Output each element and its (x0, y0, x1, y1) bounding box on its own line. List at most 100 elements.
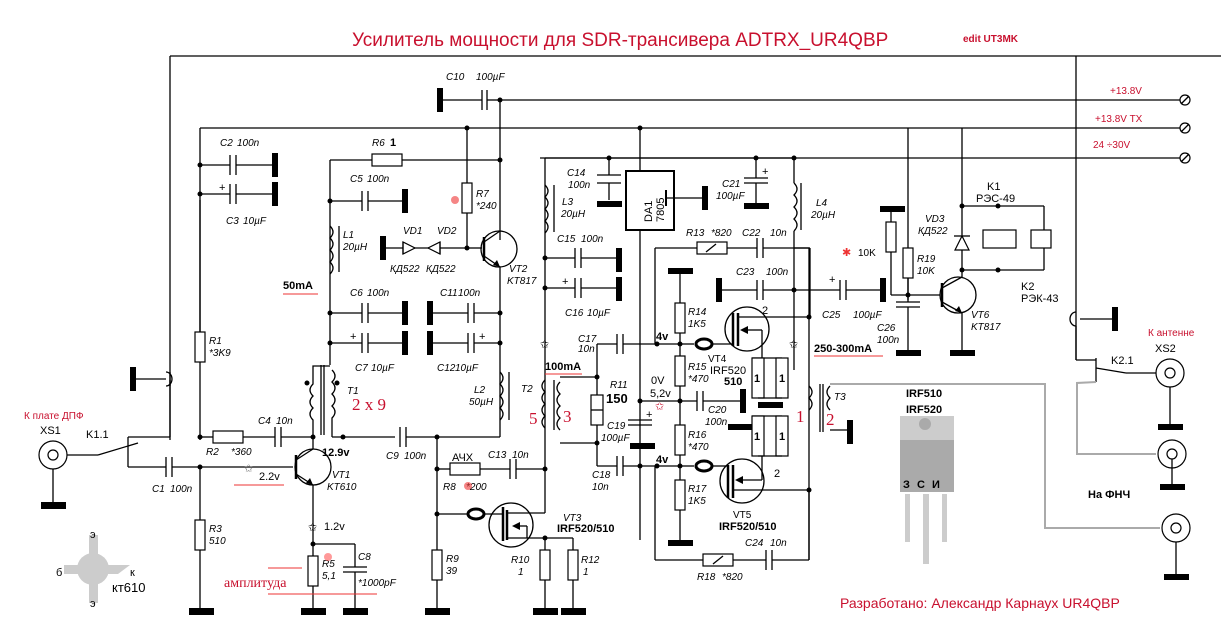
svg-text:100n: 100n (581, 234, 604, 245)
amplitude-note: амплитуда (224, 576, 287, 591)
svg-text:IRF520/510: IRF520/510 (719, 521, 776, 533)
connector-lpf-out[interactable] (860, 383, 1191, 580)
r5: R5 5,1 (301, 544, 336, 615)
svg-text:C12: C12 (437, 363, 456, 374)
c14: C14 100n (567, 155, 622, 207)
svg-text:3: 3 (563, 407, 572, 426)
rail-13v8: +13.8V (500, 86, 1191, 106)
l4-inductor: L4 20µH (791, 155, 836, 370)
connector-lpf-in[interactable] (1076, 381, 1187, 490)
rail-label: +13.8V (1110, 86, 1142, 97)
svg-text:*240: *240 (476, 201, 497, 212)
kt610-pinout: э э б к кт610 (56, 529, 145, 610)
c25: + C25 100µF (794, 274, 886, 321)
k2-label: K2 (1021, 281, 1034, 293)
svg-text:100n: 100n (404, 451, 427, 462)
vt1-transistor: 12.9v 2.2v ✩ VT1 KT610 (200, 437, 357, 493)
k1-1-label: K1.1 (86, 429, 109, 441)
svg-text:C13: C13 (488, 450, 507, 461)
svg-text:*470: *470 (688, 442, 709, 453)
svg-text:T2: T2 (521, 384, 533, 395)
svg-text:*200: *200 (466, 482, 487, 493)
svg-text:VT6: VT6 (971, 310, 990, 321)
svg-text:C16: C16 (565, 308, 584, 319)
k2-type: РЭК-43 (1021, 293, 1059, 305)
svg-text:1K5: 1K5 (688, 319, 706, 330)
svg-text:DA1: DA1 (643, 201, 655, 222)
svg-text:10K: 10K (858, 248, 876, 259)
svg-text:L2: L2 (474, 385, 486, 396)
relay-k1-1 (127, 380, 171, 468)
svg-text:1: 1 (779, 431, 785, 443)
lpf-note: На ФНЧ (1088, 489, 1130, 501)
t3-transformer: T3 1 2 (796, 383, 860, 560)
r19: R19 10K (902, 247, 936, 298)
svg-text:C24: C24 (745, 538, 764, 549)
svg-text:C19: C19 (607, 421, 626, 432)
svg-text:2: 2 (826, 410, 835, 429)
svg-text:C9: C9 (386, 451, 399, 462)
c3: + C3 10µF (197, 182, 278, 227)
v-12-9: 12.9v (322, 447, 350, 459)
svg-text:KT817: KT817 (507, 276, 537, 287)
svg-text:R12: R12 (581, 555, 600, 566)
relay-contact-k1-coil (130, 367, 173, 391)
vt1-emitter: ✩ 1.2v (308, 485, 355, 547)
svg-text:L3: L3 (562, 197, 574, 208)
svg-text:КД522: КД522 (918, 226, 948, 237)
svg-text:5: 5 (529, 409, 538, 428)
connector-xs2[interactable]: К антенне XS2 (1148, 328, 1195, 430)
svg-text:2 x 9: 2 x 9 (352, 395, 386, 414)
relay-k2-1: K2.1 (1069, 307, 1156, 382)
svg-text:100n: 100n (766, 267, 789, 278)
svg-text:T1: T1 (347, 386, 359, 397)
svg-text:+: + (219, 182, 225, 194)
c20: C20 100n (680, 389, 746, 428)
svg-text:1K5: 1K5 (688, 496, 706, 507)
k1-label: K1 (987, 181, 1000, 193)
rail-24-30v: 24 ÷30V (540, 140, 1191, 164)
svg-text:э: э (90, 598, 96, 610)
v-2-2: 2.2v (259, 471, 280, 483)
svg-text:C7: C7 (355, 363, 368, 374)
da1-regulator[interactable]: DA1 7805 (625, 170, 708, 231)
c4: C4 10n (258, 416, 316, 447)
connector-xs1[interactable]: К плате ДПФ XS1 (24, 411, 139, 509)
svg-text:100µF: 100µF (601, 433, 630, 444)
svg-text:R14: R14 (688, 307, 707, 318)
r9: R9 39 (425, 549, 459, 615)
svg-text:C22: C22 (742, 228, 761, 239)
svg-text:VD3: VD3 (925, 214, 945, 225)
svg-text:R3: R3 (209, 524, 222, 535)
r3: R3 510 (189, 467, 226, 615)
svg-text:✩: ✩ (308, 522, 317, 534)
svg-text:C10: C10 (446, 72, 465, 83)
svg-text:VD1: VD1 (403, 226, 422, 237)
c6-c7-c11-c12: + C6 100n C7 10µF + C11 100n C12 10µF (327, 288, 503, 374)
svg-text:к: к (130, 567, 135, 579)
svg-text:C15: C15 (557, 234, 576, 245)
svg-text:*820: *820 (722, 572, 743, 583)
svg-text:IRF520: IRF520 (906, 404, 942, 416)
v-1-2: 1.2v (324, 521, 345, 533)
r8-c13: АЧХ R8 *200 C13 10n (434, 437, 548, 614)
svg-text:10µF: 10µF (371, 363, 395, 374)
svg-text:100µF: 100µF (716, 191, 745, 202)
c5: C5 100n (327, 174, 408, 213)
vd3-relays: VD3 КД522 K1 РЭС-49 K2 РЭК-43 (918, 128, 1059, 305)
svg-text:10n: 10n (592, 482, 609, 493)
svg-text:VT4: VT4 (708, 354, 727, 365)
svg-text:100n: 100n (568, 180, 591, 191)
svg-text:C20: C20 (708, 405, 727, 416)
xs1-label: XS1 (40, 425, 61, 437)
r10-r12: R10 1 R12 1 (511, 537, 600, 615)
svg-text:+: + (829, 274, 835, 286)
svg-text:C1: C1 (152, 484, 165, 495)
svg-text:R2: R2 (206, 447, 219, 458)
r7: R7 *240 (451, 125, 497, 248)
svg-text:20µH: 20µH (560, 209, 586, 220)
svg-text:L4: L4 (816, 198, 828, 209)
r-10k-marked: 10K ✱ (842, 206, 908, 296)
vt3-mosfet: VT3 IRF520/510 (434, 502, 614, 548)
